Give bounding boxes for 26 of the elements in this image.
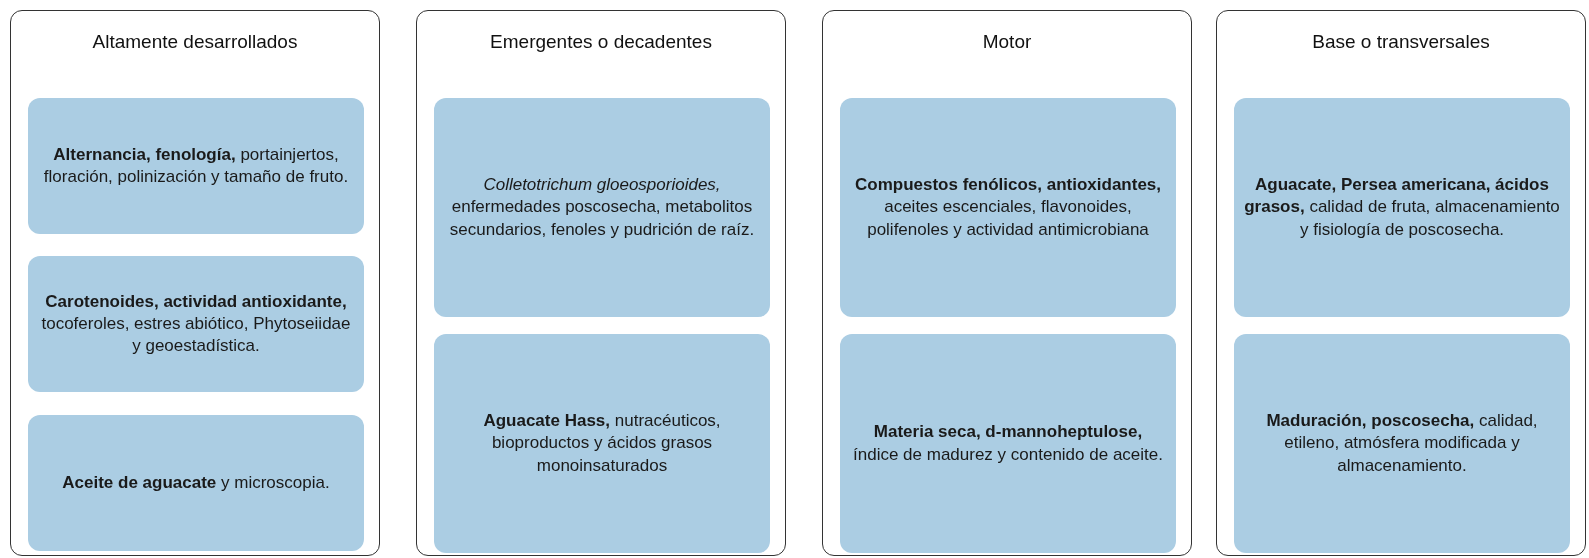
category-panel [1216,10,1586,556]
category-panel [416,10,786,556]
topic-text: Aceite de aguacate y microscopia. [62,471,330,494]
topic-text: Compuestos fenólicos, antioxidantes, aceites escenciales, flavonoides, polifenoles y actividad antimicrobiana [853,174,1163,241]
category-panel [822,10,1192,556]
topic-text: Maduración, poscosecha, calidad, etileno, atmósfera modificada y almacenamiento. [1265,410,1539,477]
topic-box [1234,98,1570,317]
topic-box [434,334,770,553]
topic-text: Alternancia, fenología, portainjertos, floración, polinización y tamaño de fruto. [42,143,350,188]
panel-title: Base o transversales [1311,31,1491,53]
topic-text: Colletotrichum gloeosporioides, enfermedades poscosecha, metabolitos secundarios, fenoles y pudrición de raíz. [448,174,756,241]
topic-box [28,256,364,392]
panel-title: Motor [981,31,1033,53]
topic-box [28,415,364,551]
topic-box [1234,334,1570,553]
panel-title: Altamente desarrollados [91,31,299,53]
topic-box [28,98,364,234]
topic-box [840,334,1176,553]
topic-text: Aguacate Hass, nutracéuticos, bioproductos y ácidos grasos monoinsaturados [482,410,722,477]
topic-text: Materia seca, d-mannoheptulose, índice de madurez y contenido de aceite. [852,421,1164,466]
topic-text: Carotenoides, actividad antioxidante, tocoferoles, estres abiótico, Phytoseiidae y geoestadística. [40,290,352,358]
topic-box [434,98,770,317]
category-panel [10,10,380,556]
topic-box [840,98,1176,317]
panel-title: Emergentes o decadentes [489,31,713,53]
topic-text: Aguacate, Persea americana, ácidos grasos, calidad de fruta, almacenamiento y fisiología de poscosecha. [1244,174,1560,241]
